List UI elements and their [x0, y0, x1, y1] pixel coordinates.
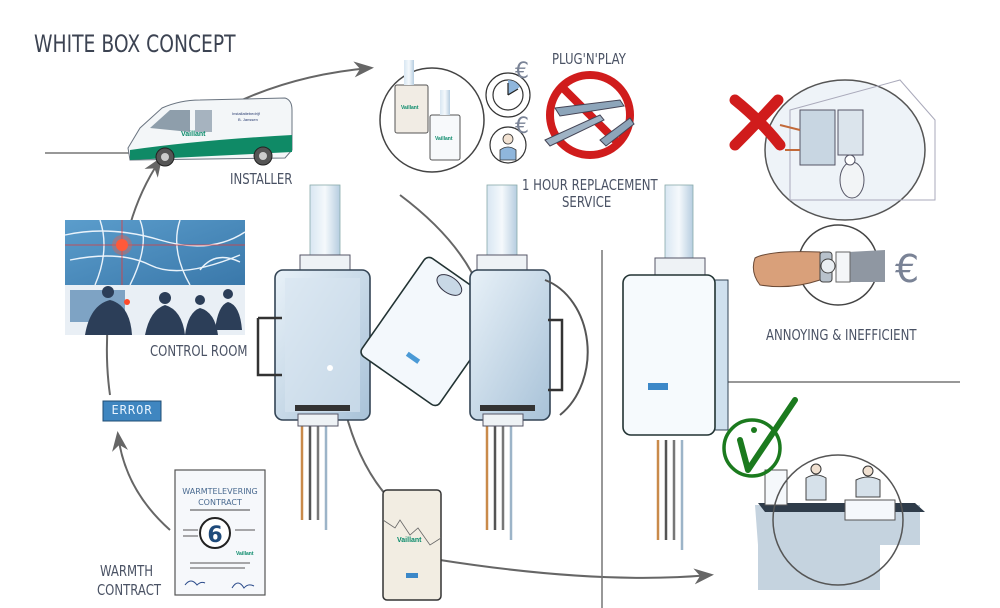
error-display-text: ERROR: [111, 403, 153, 417]
euro-icon-watch: €: [895, 247, 919, 291]
clock-euro-icon: [485, 72, 531, 118]
boiler-swap-illustration: Vaillant Vaillant: [379, 60, 485, 173]
contract-title-line2: CONTRACT: [198, 498, 242, 507]
van-company-line1: Installatiebedrijf: [232, 111, 261, 116]
contract-brand: Vaillant: [236, 551, 254, 557]
wrong-cross-icon: [729, 94, 786, 151]
small-boiler-brand: Vaillant: [401, 105, 419, 111]
arrow-contract-to-error: [112, 431, 171, 531]
installer-label: INSTALLER: [230, 170, 293, 188]
open-boiler-frame-right: [469, 184, 589, 540]
installer-van: Vaillant Installatiebedrijf B. Janssen: [127, 97, 293, 167]
annoying-inefficient-label: ANNOYING & INEFFICIENT: [766, 326, 917, 344]
watch-hand-illustration: [752, 224, 885, 306]
replacement-label-line2: SERVICE: [562, 193, 612, 211]
euro-icon-clock: €: [515, 59, 529, 84]
factory-conveyor-illustration: [755, 454, 925, 590]
control-room-illustration: [64, 219, 246, 335]
front-panel-brand: Vaillant: [397, 537, 422, 544]
van-brand-logo: Vaillant: [181, 131, 206, 138]
warmth-contract-label-line2: CONTRACT: [97, 581, 162, 599]
worker-euro-icon: [489, 126, 527, 164]
control-room-label: CONTROL ROOM: [150, 342, 248, 360]
error-display-panel: [102, 400, 162, 422]
plug-n-play-label: PLUG'N'PLAY: [552, 50, 626, 68]
new-boiler-brand: Vaillant: [435, 136, 453, 142]
arrow-tablet-to-factory: [439, 559, 714, 585]
contract-title-line1: WARMTELEVERING: [182, 487, 258, 496]
warmth-contract-label-line1: WARMTH: [100, 562, 154, 580]
approved-check-icon: [722, 397, 798, 478]
warmth-contract-document: [174, 469, 266, 596]
page-title: WHITE BOX CONCEPT: [34, 30, 236, 58]
closed-white-boiler: [622, 184, 729, 550]
arrow-controlroom-to-van: [129, 156, 163, 226]
no-tools-icon: [544, 71, 635, 159]
boiler-front-panel: [382, 489, 442, 601]
euro-icon-worker: €: [515, 114, 529, 139]
messy-installation-illustration: [764, 79, 936, 221]
open-boiler-frame-left: [256, 184, 371, 530]
cycle-arrows: [105, 61, 714, 585]
replacement-label-line1: 1 HOUR REPLACEMENT: [522, 176, 658, 194]
contract-number: 6: [207, 523, 222, 548]
van-company-line2: B. Janssen: [238, 117, 258, 122]
